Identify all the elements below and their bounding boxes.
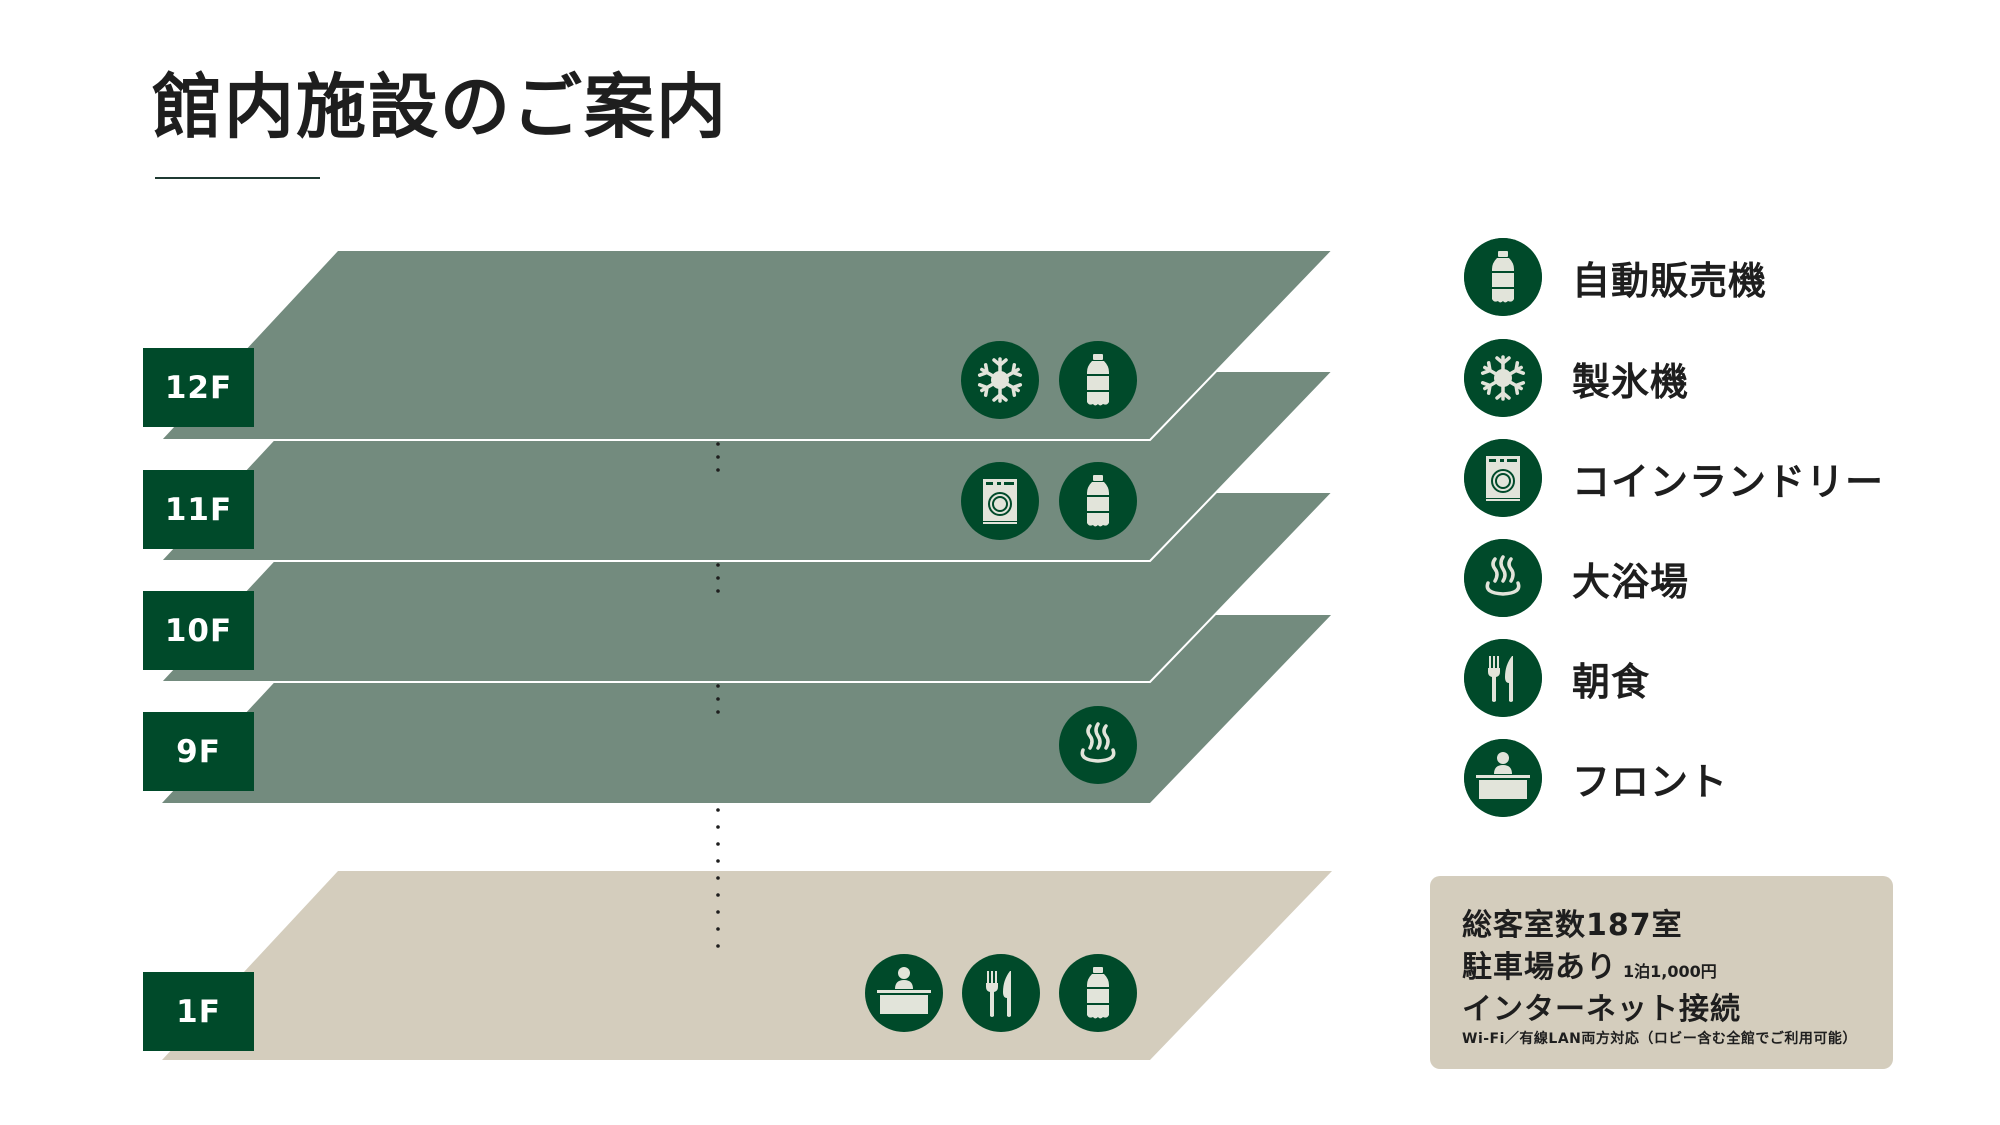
vending-machine-icon xyxy=(1059,341,1137,419)
page-title: 館内施設のご案内 xyxy=(152,66,728,148)
legend-label: 自動販売機 xyxy=(1572,258,1768,303)
coin-laundry-icon xyxy=(1464,439,1542,517)
floor-label-10f: 10F xyxy=(143,591,254,670)
front-desk-icon xyxy=(1464,739,1542,817)
legend-item-ice-machine: 製氷機 xyxy=(1464,339,1689,417)
parking-fee: 1泊1,000円 xyxy=(1623,962,1717,981)
floor-label-11f: 11F xyxy=(143,470,254,549)
breakfast-icon xyxy=(1464,639,1542,717)
ice-machine-icon xyxy=(1464,339,1542,417)
vending-machine-icon xyxy=(1059,954,1137,1032)
legend-item-large-bath: 大浴場 xyxy=(1464,539,1689,617)
vending-machine-icon xyxy=(1059,462,1137,540)
vending-machine-icon xyxy=(1464,238,1542,316)
title-underline xyxy=(155,177,320,179)
internet-info: インターネット接続 xyxy=(1462,992,1741,1027)
legend-label: 大浴場 xyxy=(1572,559,1690,604)
breakfast-icon xyxy=(962,954,1040,1032)
parking-info: 駐車場あり 1泊1,000円 xyxy=(1462,942,1717,986)
floor-plate-12f xyxy=(162,251,1332,440)
legend-item-coin-laundry: コインランドリー xyxy=(1464,439,1884,517)
legend-label: 朝食 xyxy=(1572,659,1651,704)
legend-label: 製氷機 xyxy=(1572,359,1690,404)
legend-label: フロント xyxy=(1572,759,1729,804)
hotel-info-box: 総客室数187室 駐車場あり 1泊1,000円 インターネット接続 Wi-Fi／有… xyxy=(1430,876,1893,1069)
room-count: 総客室数187室 xyxy=(1462,908,1683,943)
internet-note: Wi-Fi／有線LAN両方対応（ロビー含む全館でご利用可能） xyxy=(1462,1031,1857,1047)
legend-item-breakfast: 朝食 xyxy=(1464,639,1650,717)
coin-laundry-icon xyxy=(961,462,1039,540)
large-bath-icon xyxy=(1464,539,1542,617)
ice-machine-icon xyxy=(961,341,1039,419)
large-bath-icon xyxy=(1059,706,1137,784)
legend-item-vending-machine: 自動販売機 xyxy=(1464,238,1767,316)
parking-label: 駐車場あり xyxy=(1462,950,1617,985)
floor-label-9f: 9F xyxy=(143,712,254,791)
floor-plate-1f xyxy=(162,871,1332,1060)
floor-label-1f: 1F xyxy=(143,972,254,1051)
legend-label: コインランドリー xyxy=(1572,459,1885,504)
dotted-connector xyxy=(716,442,720,948)
front-desk-icon xyxy=(865,954,943,1032)
legend-item-front-desk: フロント xyxy=(1464,739,1728,817)
floor-label-12f: 12F xyxy=(143,348,254,427)
